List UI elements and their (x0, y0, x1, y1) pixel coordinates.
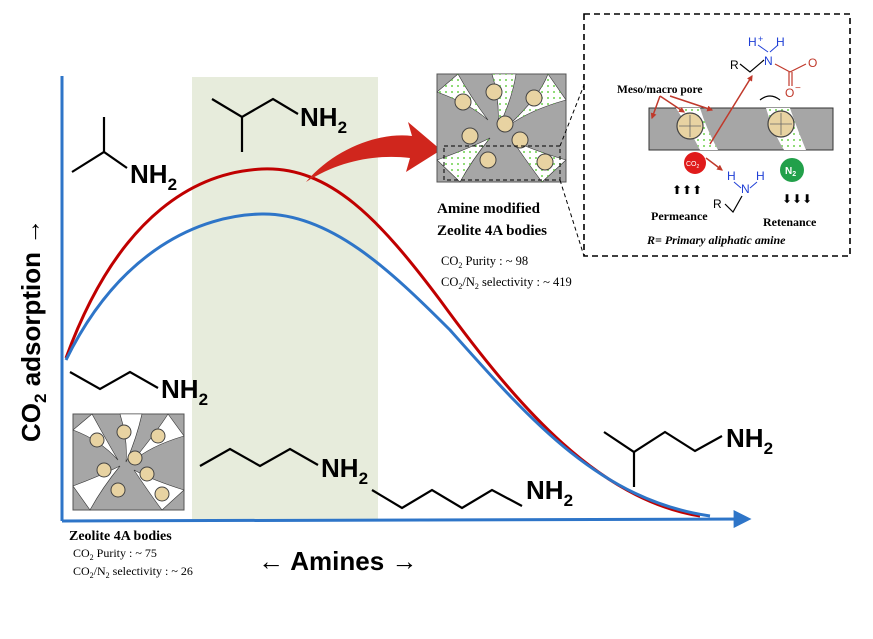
x-axis-label: ← Amines → (258, 546, 417, 576)
svg-text:H: H (727, 169, 736, 183)
down-arrows: ⬇⬇⬇ (782, 192, 812, 206)
r-definition: R= Primary aliphatic amine (646, 233, 786, 247)
inset-pore-channel (648, 95, 834, 151)
pore-pointer-2 (669, 95, 714, 112)
x-axis (61, 510, 752, 529)
svg-text:R: R (713, 197, 722, 211)
isobutylamine-structure: NH2 (211, 97, 347, 152)
n2-ball: N2 (780, 158, 804, 182)
svg-text:H: H (756, 169, 765, 183)
svg-text:O: O (808, 56, 817, 70)
pore-pointer-3 (650, 95, 661, 120)
permeance-label: Permeance (651, 209, 708, 223)
amine-structure-middle: H H N R (713, 169, 765, 213)
zoom-connector-bottom (559, 179, 585, 257)
blue-curve (64, 212, 711, 518)
svg-text:O: O (785, 86, 794, 100)
retenance-label: Retenance (763, 215, 817, 229)
transition-arrow (306, 122, 441, 182)
carbamate-pointer (709, 74, 753, 145)
y-axis-label: CO2 adsorption → (16, 219, 50, 442)
pore-label: Meso/macro pore (617, 84, 702, 96)
butylamine-formula: NH2 (321, 453, 368, 488)
co2-ball: CO2 (684, 152, 706, 174)
ethylamine-formula: NH2 (161, 374, 208, 409)
modified-title-line2: Zeolite 4A bodies (437, 223, 547, 239)
up-arrows: ⬆⬆⬆ (672, 183, 702, 197)
svg-text:+: + (758, 34, 763, 44)
svg-text:N: N (741, 182, 750, 196)
svg-text:N2: N2 (785, 166, 796, 178)
ethylamine-structure: NH2 (69, 370, 208, 409)
modified-selectivity: CO2/N2 selectivity : ~ 419 (441, 275, 572, 291)
svg-text:CO2: CO2 (686, 161, 700, 170)
carbamate-structure: R N H + H O O − (730, 34, 817, 100)
svg-text:R: R (730, 58, 739, 72)
svg-text:N: N (764, 54, 773, 68)
unmodified-purity: CO2 Purity : ~ 75 (73, 546, 157, 562)
unmodified-title: Zeolite 4A bodies (69, 529, 172, 544)
svg-text:H: H (748, 35, 757, 49)
isobutylamine-formula: NH2 (300, 102, 347, 137)
pore-pointer-1 (659, 95, 685, 113)
unmodified-selectivity: CO2/N2 selectivity : ~ 26 (73, 564, 193, 580)
zeolite-body-unmodified (72, 413, 185, 511)
modified-title-line1: Amine modified (437, 201, 541, 217)
isopentylamine-structure: NH2 (603, 423, 773, 487)
svg-text:−: − (795, 83, 801, 94)
isopropylamine-formula: NH2 (130, 159, 177, 194)
zeolite-body-modified (436, 73, 567, 183)
pentylamine-structure: NH2 (371, 475, 573, 510)
modified-purity: CO2 Purity : ~ 98 (441, 254, 528, 270)
isopropylamine-structure: NH2 (71, 117, 177, 194)
isopentylamine-formula: NH2 (726, 423, 773, 458)
butylamine-structure: NH2 (199, 447, 368, 488)
co2-pointer (705, 157, 723, 171)
pentylamine-formula: NH2 (526, 475, 573, 510)
svg-text:H: H (776, 35, 785, 49)
